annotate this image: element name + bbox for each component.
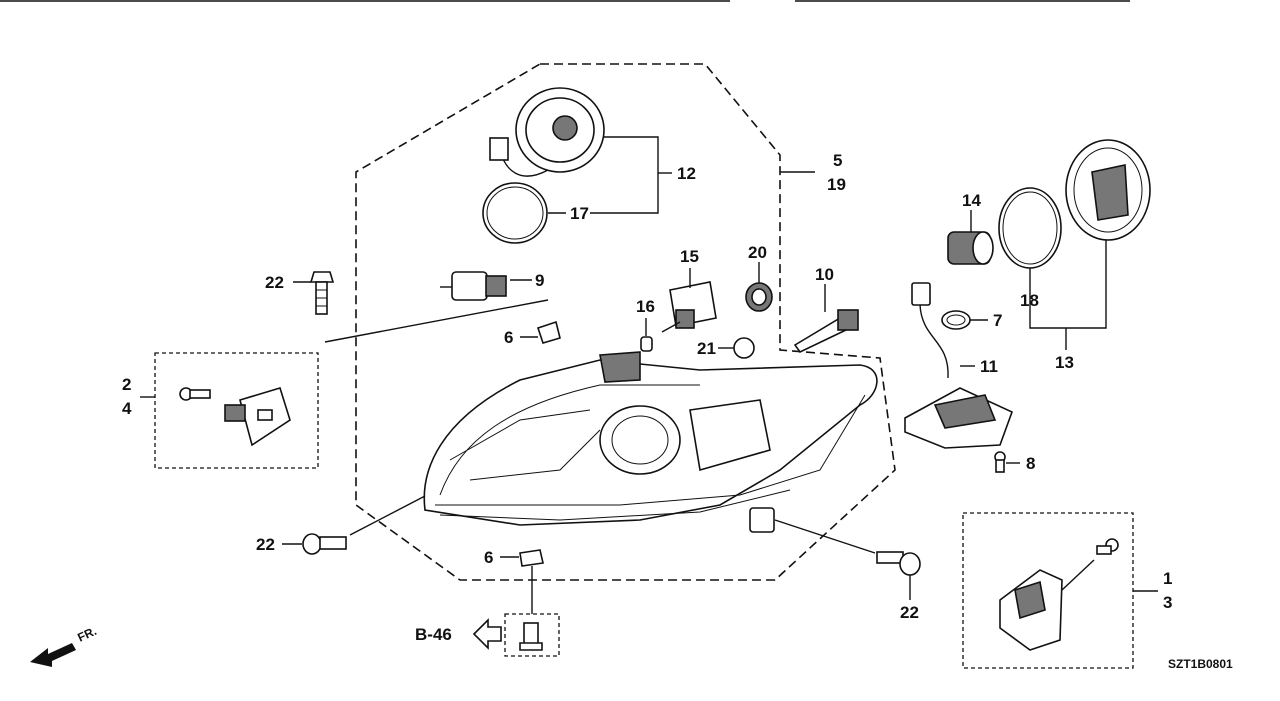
callout-2: 2: [122, 375, 131, 394]
part-7-ring: [941, 310, 971, 330]
part-22-bolt-right: [876, 551, 921, 576]
part-10-bulb: [793, 309, 859, 354]
callout-6-upper: 6: [504, 328, 513, 347]
callout-6-lower: 6: [484, 548, 493, 567]
part-15-module: [661, 281, 717, 333]
callout-3: 3: [1163, 593, 1172, 612]
callout-4: 4: [122, 399, 132, 418]
callout-20: 20: [748, 243, 767, 262]
b-46-label: B-46: [415, 625, 452, 644]
bottom-bolt: [504, 613, 560, 657]
callout-5: 5: [833, 151, 842, 170]
callout-7: 7: [993, 311, 1002, 330]
callout-18: 18: [1020, 291, 1039, 310]
callout-14: 14: [962, 191, 981, 210]
callout-21: 21: [697, 339, 716, 358]
part-12-socket-ring: [489, 87, 605, 177]
part-11-ballast: [904, 282, 1014, 449]
part-1-3-bracket: [999, 538, 1119, 651]
callout-9: 9: [535, 271, 544, 290]
part-6-clip-upper: [536, 320, 561, 344]
callout-16: 16: [636, 297, 655, 316]
part-2-4-bracket: [179, 387, 291, 447]
part-14-socket: [947, 231, 994, 265]
part-9-bulb: [440, 271, 507, 301]
front-direction-arrow: [30, 643, 76, 667]
b-46-reference-arrow: [472, 618, 502, 650]
callout-15: 15: [680, 247, 699, 266]
callout-22-upper: 22: [265, 273, 284, 292]
part-17-o-ring: [482, 182, 548, 244]
part-22-bolt-upper: [309, 271, 335, 315]
housing-bracket: [749, 507, 775, 533]
callout-13: 13: [1055, 353, 1074, 372]
part-16-nut: [640, 336, 653, 352]
callout-17: 17: [570, 204, 589, 223]
callout-22-right: 22: [900, 603, 919, 622]
callout-19: 19: [827, 175, 846, 194]
callout-11: 11: [980, 357, 998, 376]
part-8-screw: [994, 451, 1006, 473]
part-21-ring: [733, 337, 755, 359]
part-20-socket: [745, 282, 773, 312]
callout-22-left: 22: [256, 535, 275, 554]
headlight-housing: [423, 351, 878, 526]
front-label: FR.: [75, 624, 98, 645]
group-2-4-box: [154, 352, 319, 469]
diagram-code: SZT1B0801: [1168, 657, 1233, 671]
callout-12: 12: [677, 164, 696, 183]
callout-10: 10: [815, 265, 834, 284]
callout-8: 8: [1026, 454, 1035, 473]
part-22-bolt-left: [302, 533, 347, 555]
assembly-outline: [355, 63, 896, 581]
part-6-clip-lower: [519, 549, 544, 567]
part-13-cover: [1065, 139, 1151, 241]
part-18-gasket: [998, 187, 1062, 269]
callout-1: 1: [1163, 569, 1172, 588]
